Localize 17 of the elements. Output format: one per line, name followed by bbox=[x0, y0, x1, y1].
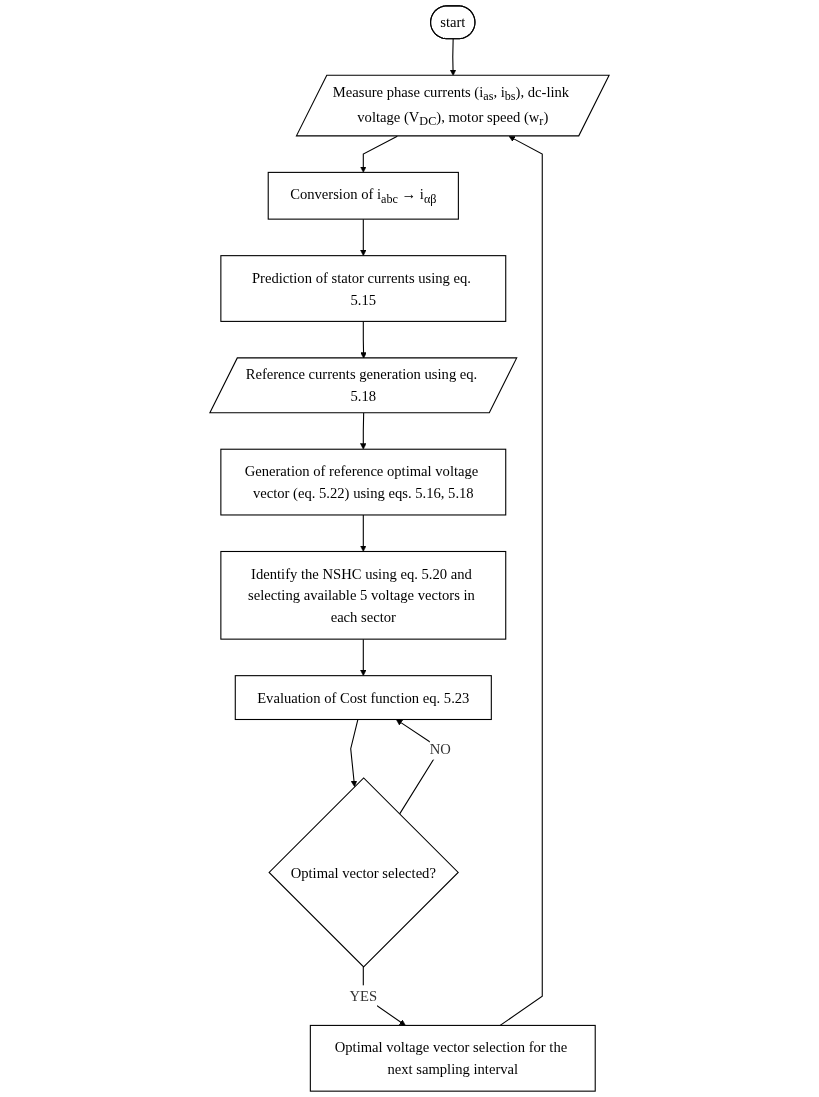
arrow bbox=[360, 218, 367, 256]
node-box: Generation of reference optimal voltage vector (eq. 5.22) using eqs. 5.16, 5.18 bbox=[220, 448, 507, 516]
arrow bbox=[449, 38, 457, 76]
edge-label: YES bbox=[349, 988, 378, 1005]
arrow bbox=[360, 638, 367, 676]
arrow bbox=[499, 135, 543, 1026]
node-diamond: Optimal vector selected? bbox=[268, 777, 459, 968]
arrow bbox=[360, 412, 367, 450]
edge-label: NO bbox=[429, 740, 451, 757]
arrow bbox=[360, 135, 398, 173]
node-box: Conversion of i$_{abc}$ → i$_{αβ}$ bbox=[267, 171, 459, 220]
arrow bbox=[350, 718, 359, 787]
node-box: Optimal voltage vector selection for the next sampling interval bbox=[309, 1024, 596, 1092]
node-box: Prediction of stator currents using eq. 5.15 bbox=[220, 255, 507, 322]
node-box: Identify the NSHC using eq. 5.20 and selecting available 5 voltage vectors in each sector bbox=[220, 550, 507, 640]
arrow bbox=[360, 514, 367, 552]
node-box: Evaluation of Cost function eq. 5.23 bbox=[234, 675, 492, 721]
